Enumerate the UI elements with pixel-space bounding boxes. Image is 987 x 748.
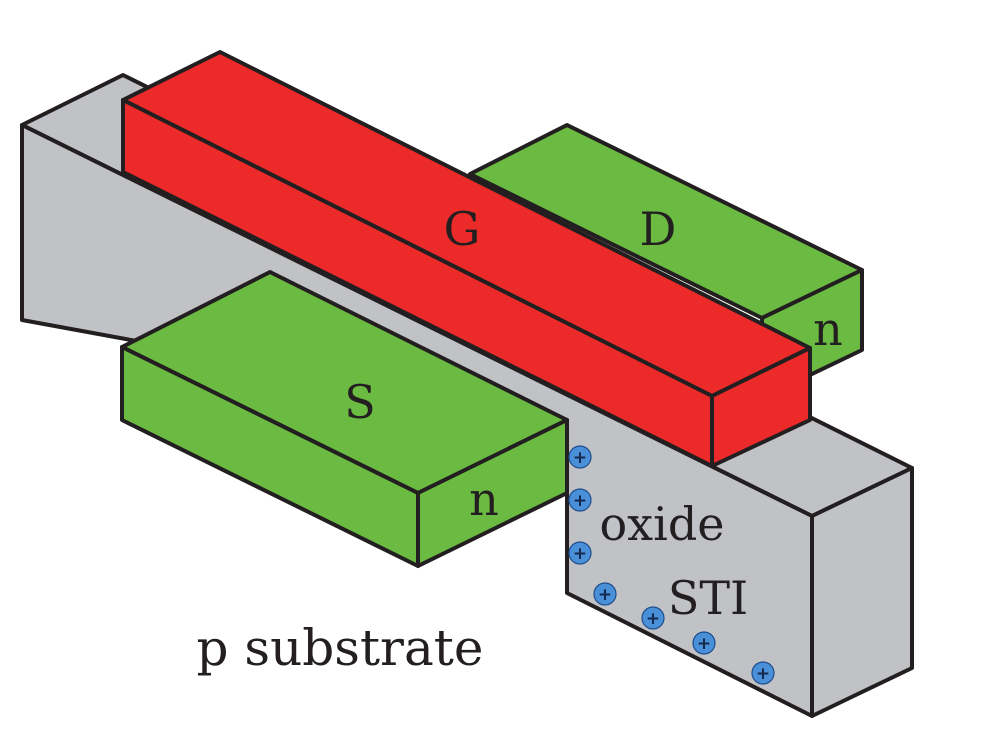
charge-sign: + bbox=[573, 448, 587, 468]
charge-circle bbox=[641, 606, 665, 630]
charge-circle bbox=[593, 582, 617, 606]
positive-charge: + bbox=[568, 541, 592, 565]
charge-sign: + bbox=[573, 544, 587, 564]
gate-end-face bbox=[710, 346, 812, 468]
oxide-charges: + + + + + + + bbox=[568, 445, 775, 685]
oxide-label: oxide bbox=[599, 497, 724, 551]
positive-charge: + bbox=[593, 582, 617, 606]
charge-circle bbox=[751, 661, 775, 685]
charge-sign: + bbox=[573, 491, 587, 511]
positive-charge: + bbox=[568, 445, 592, 469]
charge-circle bbox=[568, 541, 592, 565]
charge-sign: + bbox=[697, 634, 711, 654]
substrate-front-face bbox=[20, 123, 814, 718]
drain-label: D bbox=[640, 202, 677, 256]
gate-label: G bbox=[444, 202, 481, 256]
substrate-label: p substrate bbox=[197, 619, 484, 677]
charge-circle bbox=[568, 488, 592, 512]
charge-sign: + bbox=[598, 585, 612, 605]
positive-charge: + bbox=[751, 661, 775, 685]
positive-charge: + bbox=[692, 631, 716, 655]
source-side-face bbox=[416, 418, 569, 568]
charge-circle bbox=[568, 445, 592, 469]
source-label: S bbox=[344, 375, 376, 429]
source-block bbox=[120, 270, 569, 568]
charge-circle bbox=[692, 631, 716, 655]
gate-block bbox=[121, 50, 812, 468]
drain-type-label: n bbox=[813, 302, 843, 356]
sti-label: STI bbox=[668, 571, 748, 625]
charge-sign: + bbox=[756, 664, 770, 684]
positive-charge: + bbox=[568, 488, 592, 512]
source-type-label: n bbox=[469, 472, 499, 526]
charge-sign: + bbox=[646, 609, 660, 629]
positive-charge: + bbox=[641, 606, 665, 630]
